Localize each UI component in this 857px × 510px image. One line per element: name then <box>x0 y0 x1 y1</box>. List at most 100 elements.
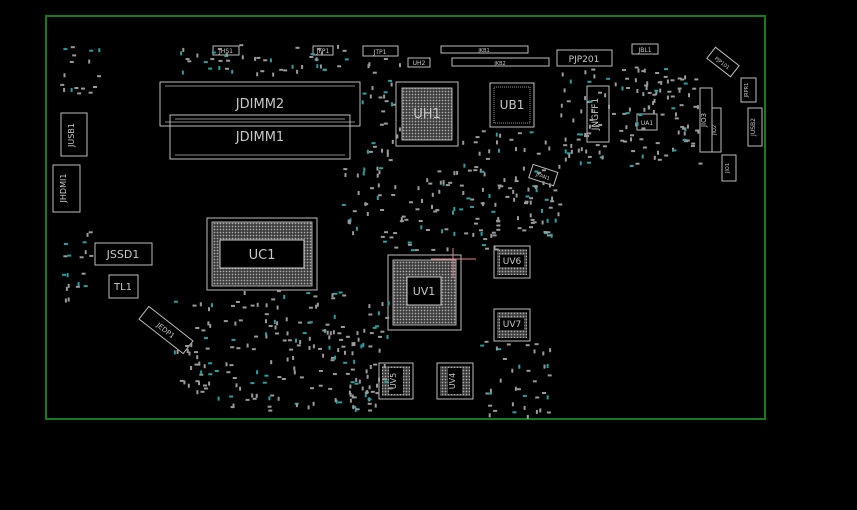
jssd1-connector[interactable]: JSSD1 <box>94 242 153 266</box>
passive-part <box>394 246 399 249</box>
jio1-connector[interactable]: JIO1 <box>721 154 737 182</box>
uh2-chip[interactable]: UH2 <box>407 57 431 68</box>
jtp1-connector[interactable]: JTP1 <box>362 45 399 57</box>
passive-part <box>393 232 398 235</box>
pjp201-connector[interactable]: PJP201 <box>556 49 613 67</box>
passive-part <box>383 378 387 381</box>
jngff1-connector[interactable]: JNGFF1 <box>586 85 610 143</box>
passive-part <box>231 304 235 307</box>
passive-part <box>533 349 536 354</box>
passive-part <box>543 364 546 369</box>
passive-part <box>364 393 367 398</box>
uv6-chip[interactable]: UV6 <box>493 245 531 279</box>
jdimm1-slot[interactable]: JDIMM1 <box>169 114 351 160</box>
jbl1-connector[interactable]: JBL1 <box>631 43 659 55</box>
passive-part <box>680 125 685 128</box>
passive-part <box>383 94 386 99</box>
passive-part <box>642 146 647 149</box>
passive-part <box>369 150 373 153</box>
uh2-label: UH2 <box>413 60 426 67</box>
uv4-chip[interactable]: UV4 <box>436 362 474 400</box>
passive-part <box>347 219 350 224</box>
passive-part <box>187 60 192 63</box>
passive-part <box>231 338 236 341</box>
passive-part <box>378 335 382 338</box>
passive-part <box>383 240 387 243</box>
passive-part <box>348 220 351 225</box>
passive-part <box>218 59 223 62</box>
passive-part <box>534 343 539 346</box>
jio2-connector[interactable]: JIO2 <box>711 107 722 153</box>
passive-part <box>289 348 294 351</box>
passive-part <box>86 232 89 237</box>
passive-part <box>225 67 229 70</box>
passive-part <box>275 332 279 335</box>
passive-part <box>207 321 210 326</box>
passive-part <box>543 231 548 233</box>
passive-part <box>439 180 442 185</box>
uh1-chip[interactable]: UH1 <box>395 81 459 147</box>
passive-part <box>383 58 388 60</box>
passive-part <box>525 344 530 347</box>
tl1-label: TL1 <box>113 282 132 293</box>
passive-part <box>620 139 625 142</box>
passive-part <box>328 335 331 340</box>
passive-part <box>652 101 655 105</box>
passive-part <box>201 329 206 332</box>
jio3-label: JIO3 <box>700 113 708 128</box>
passive-part <box>529 213 532 218</box>
uc1-chip[interactable]: UC1 <box>206 217 318 291</box>
passive-part <box>268 396 271 401</box>
passive-part <box>342 49 347 52</box>
passive-part <box>203 364 206 369</box>
ub1-chip[interactable]: UB1 <box>489 82 535 128</box>
passive-part <box>453 231 456 236</box>
passive-part <box>364 391 369 394</box>
passive-part <box>462 140 465 145</box>
passive-part <box>463 163 466 168</box>
passive-part <box>72 54 77 57</box>
passive-part <box>480 344 485 347</box>
uv7-chip[interactable]: UV7 <box>493 308 531 342</box>
ua1-chip[interactable]: UA1 <box>636 113 658 131</box>
uv5-chip[interactable]: UV5 <box>378 362 414 400</box>
passive-part <box>391 139 394 144</box>
jedp1-connector[interactable]: JEDP1 <box>138 305 194 355</box>
passive-part <box>366 212 369 216</box>
passive-part <box>79 256 84 259</box>
passive-part <box>687 124 689 129</box>
passive-part <box>619 129 624 132</box>
passive-part <box>352 210 357 213</box>
passive-components <box>60 44 703 419</box>
jkb2-label: JKB2 <box>493 61 505 67</box>
jusb1-connector[interactable]: JUSB1 <box>60 112 88 157</box>
passive-part <box>625 125 628 130</box>
passive-part <box>448 181 453 184</box>
jusb2-connector[interactable]: JUSB2 <box>747 107 763 147</box>
jfan1-connector[interactable]: JFAN1 <box>528 163 559 187</box>
tl1-component[interactable]: TL1 <box>108 274 139 299</box>
passive-part <box>67 283 70 288</box>
passive-part <box>641 127 646 130</box>
jrpr1-connector[interactable]: JRPR1 <box>740 77 757 103</box>
pjp101-connector[interactable]: PJP101 <box>706 46 740 78</box>
jfp1-connector[interactable]: JFP1 <box>312 45 334 56</box>
jhdmi1-connector[interactable]: JHDMI1 <box>52 164 81 213</box>
passive-part <box>357 337 360 342</box>
jio3-connector[interactable]: JIO3 <box>699 87 713 153</box>
passive-part <box>503 178 506 183</box>
passive-part <box>670 95 675 98</box>
jdimm2-slot[interactable]: JDIMM2 <box>159 81 361 127</box>
passive-part <box>296 344 301 347</box>
passive-part <box>563 144 568 147</box>
jkb1-connector[interactable]: JKB1 <box>440 45 529 54</box>
passive-part <box>263 59 268 62</box>
passive-part <box>437 170 442 173</box>
passive-part <box>380 235 385 238</box>
uv1-chip[interactable]: UV1 <box>387 254 462 331</box>
passive-part <box>409 201 413 204</box>
passive-part <box>630 137 632 142</box>
jkb2-connector[interactable]: JKB2 <box>451 57 550 67</box>
passive-part <box>518 364 521 369</box>
